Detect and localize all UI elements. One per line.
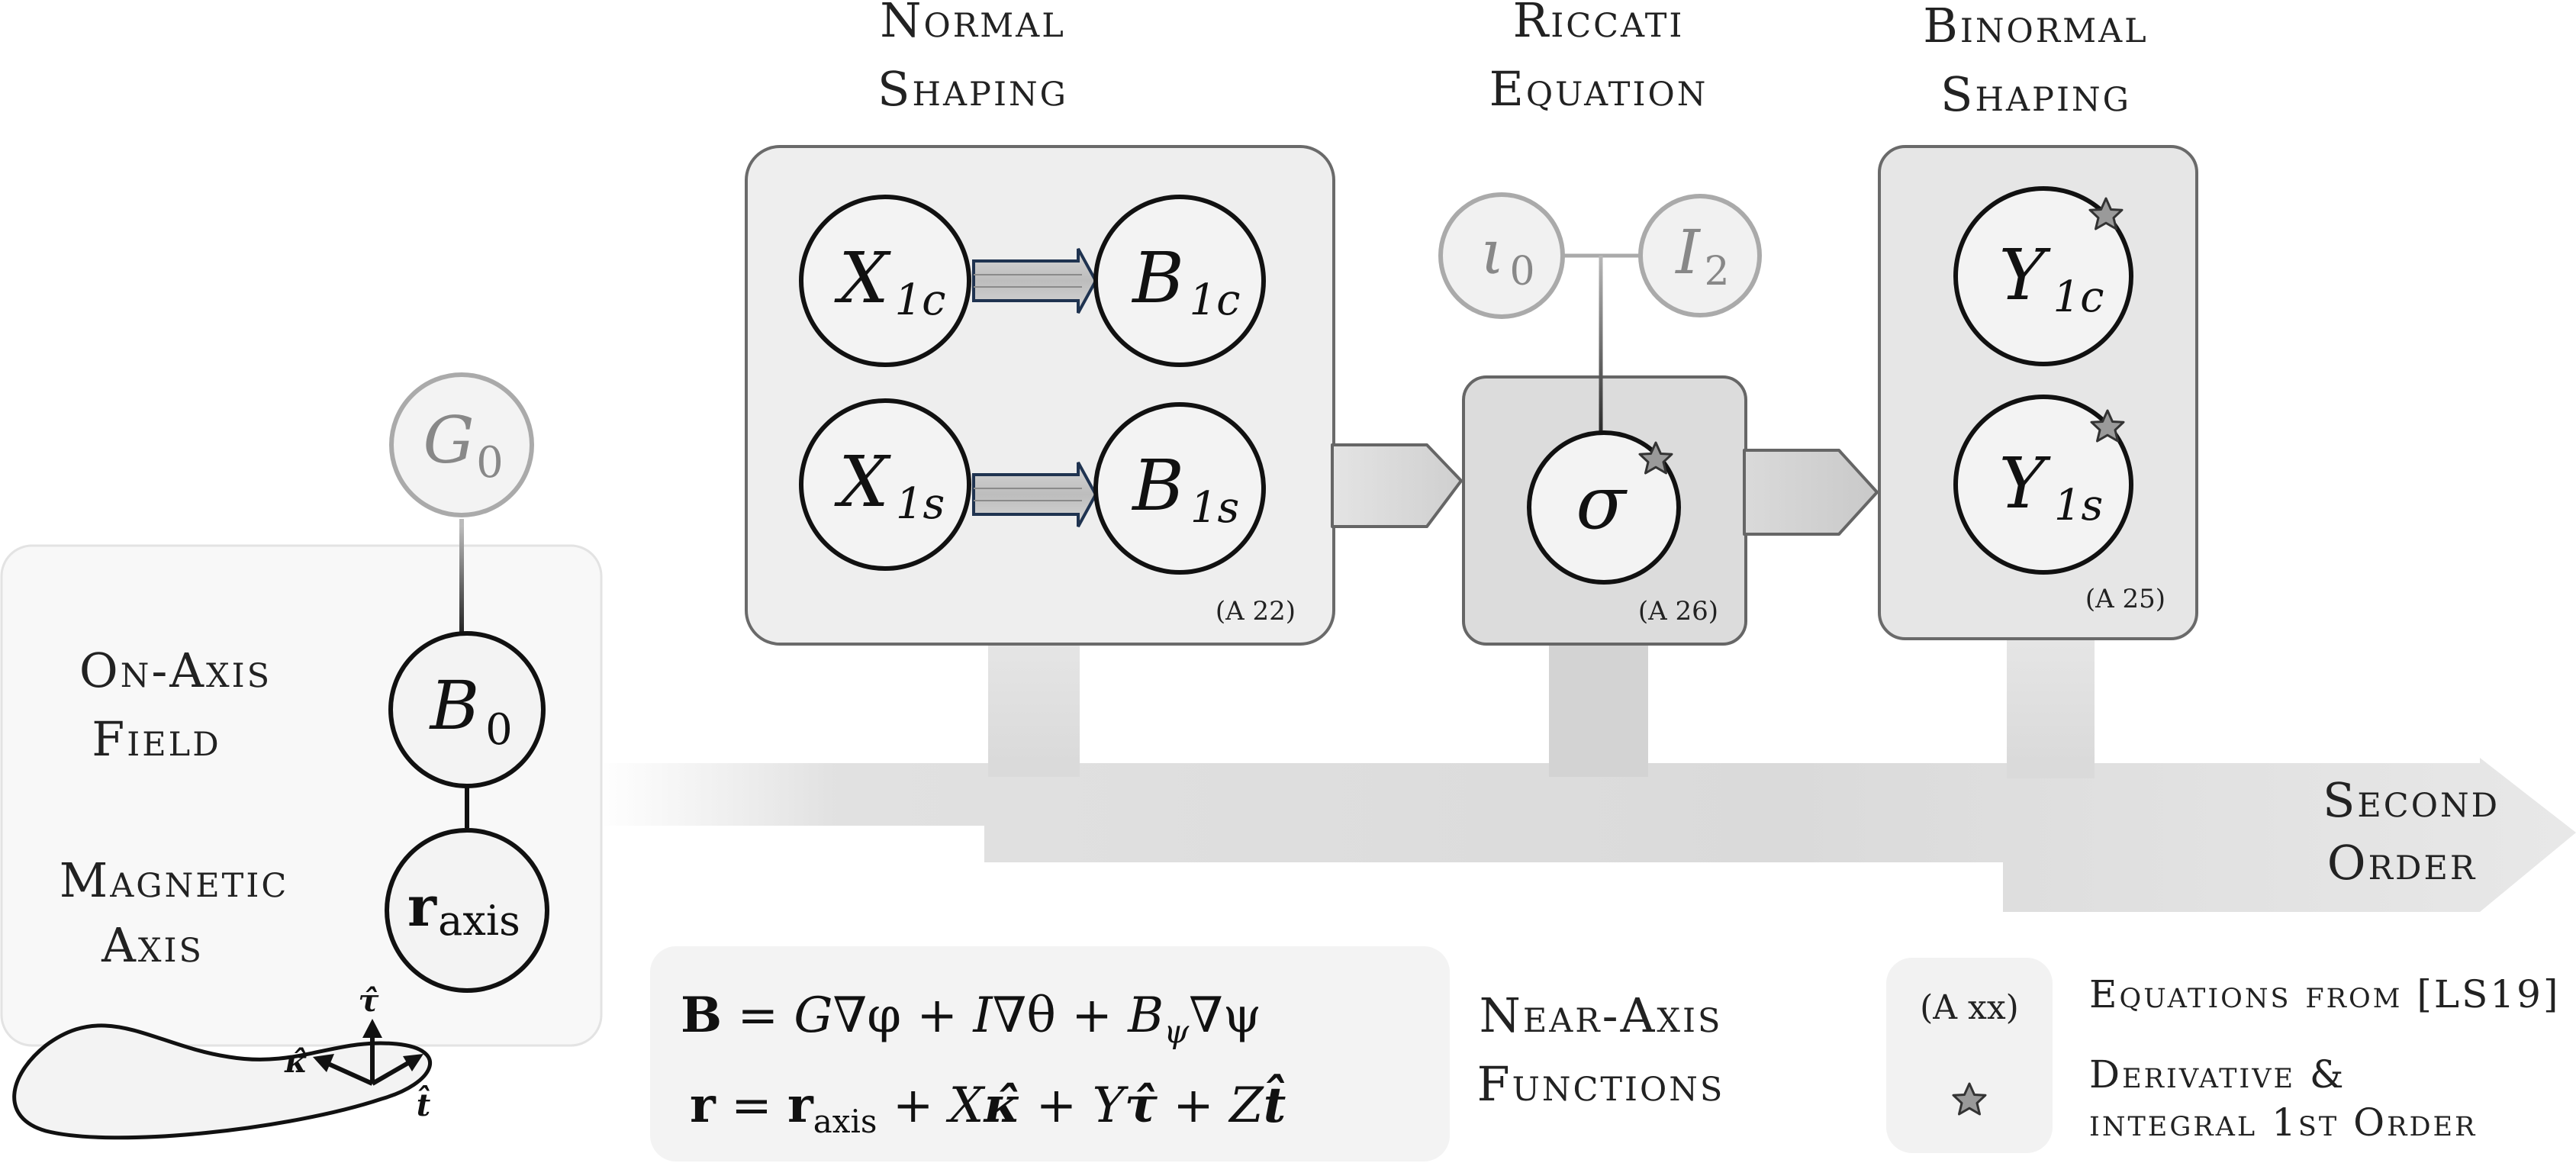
svg-text:0: 0	[485, 705, 513, 755]
magnetic-axis-label-line1: Magnetic	[60, 852, 288, 908]
node-X1c: X 1c	[799, 195, 971, 367]
legend-ref-sample: (A xx)	[1920, 988, 2019, 1027]
svg-text:1s: 1s	[2054, 481, 2103, 530]
second-order-label-line1: Second	[2323, 772, 2500, 828]
node-B1s: B 1s	[1093, 402, 1266, 575]
on-axis-label-line1: On-Axis	[79, 643, 272, 698]
near-axis-label-line2: Functions	[1477, 1056, 1725, 1112]
x1s-b1s-double-arrow	[972, 462, 1098, 527]
legend-swatch-box	[1886, 958, 2053, 1153]
riccati-to-binormal-arrow	[1743, 449, 1879, 536]
svg-text:1c: 1c	[2053, 272, 2104, 322]
node-r-axis: r axis	[385, 828, 549, 993]
legend-star-text-line2: integral 1st Order	[2089, 1100, 2477, 1145]
node-B0: B 0	[388, 631, 546, 788]
binormal-equation-ref: (A 25)	[2085, 584, 2165, 614]
magnetic-axis-curve	[12, 1019, 433, 1140]
svg-text:B: B	[1131, 237, 1184, 319]
svg-text:X: X	[834, 237, 891, 319]
normal-shaping-title-line1: Normal	[880, 0, 1066, 48]
binormal-title-line1: Binormal	[1923, 0, 2148, 53]
svg-text:Y: Y	[1999, 234, 2052, 316]
equation-B: B = G∇φ + I∇θ + Bψ∇ψ	[681, 987, 1261, 1050]
svg-text:B: B	[1131, 445, 1184, 527]
svg-text:2: 2	[1704, 249, 1729, 295]
node-I2: I 2	[1638, 194, 1762, 317]
binormal-title-line2: Shaping	[1940, 66, 2131, 122]
near-axis-label-line1: Near-Axis	[1480, 987, 1723, 1043]
binormal-stem	[2007, 633, 2095, 778]
node-Y1c: Y 1c	[1953, 186, 2133, 366]
node-X1s: X 1s	[799, 398, 971, 571]
riccati-equation-ref: (A 26)	[1638, 596, 1718, 627]
node-iota0: ι 0	[1438, 192, 1565, 319]
svg-text:1c: 1c	[895, 275, 946, 325]
normal-to-riccati-arrow	[1331, 443, 1463, 528]
svg-text:r: r	[407, 874, 437, 939]
kappa-hat-label: κ̂	[284, 1044, 308, 1080]
node-sigma: σ	[1527, 430, 1681, 585]
svg-text:X: X	[834, 441, 891, 523]
legend-ref-text: Equations from [LS19]	[2089, 972, 2561, 1016]
t-hat-label: t̂	[417, 1087, 431, 1123]
svg-text:ι: ι	[1480, 217, 1504, 288]
normal-stem	[988, 639, 1080, 777]
svg-text:1c: 1c	[1190, 275, 1241, 325]
x1c-b1c-double-arrow	[972, 248, 1098, 314]
riccati-title-line1: Riccati	[1513, 0, 1685, 48]
tau-hat-label: τ̂	[359, 983, 379, 1019]
node-B1c: B 1c	[1093, 195, 1266, 367]
svg-text:0: 0	[1509, 249, 1534, 295]
svg-text:axis: axis	[438, 897, 520, 945]
svg-text:σ: σ	[1576, 460, 1628, 546]
svg-text:1s: 1s	[896, 479, 945, 529]
node-Y1s: Y 1s	[1953, 395, 2133, 575]
riccati-title-line2: Equation	[1489, 61, 1708, 117]
svg-text:1s: 1s	[1190, 483, 1239, 533]
second-order-arrow	[595, 758, 2576, 912]
on-axis-label-line2: Field	[92, 711, 221, 767]
normal-shaping-title-line2: Shaping	[877, 61, 1068, 117]
svg-text:G: G	[423, 403, 474, 478]
svg-text:0: 0	[476, 438, 504, 488]
riccati-stem	[1549, 639, 1648, 777]
svg-text:Y: Y	[1999, 443, 2052, 524]
magnetic-axis-label-line2: Axis	[101, 917, 204, 973]
normal-equation-ref: (A 22)	[1216, 596, 1296, 627]
node-G0: G 0	[389, 372, 534, 517]
legend-star-text-line1: Derivative &	[2089, 1052, 2346, 1097]
second-order-label-line2: Order	[2327, 835, 2477, 891]
equation-r: r = raxis + Xκ̂ + Yτ̂ + Zt̂	[690, 1074, 1286, 1140]
equations-box	[650, 946, 1450, 1161]
svg-text:B: B	[429, 666, 480, 745]
svg-text:I: I	[1674, 217, 1701, 288]
